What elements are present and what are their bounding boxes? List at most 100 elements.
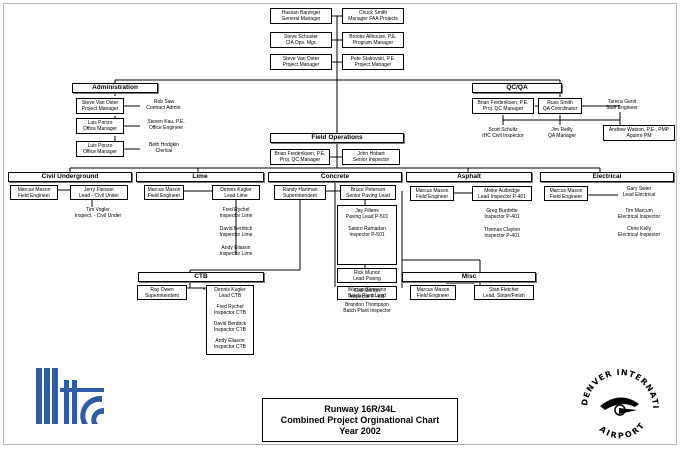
person-name: Jerry Fleisser <box>83 186 114 193</box>
person-name: Beth Hodgkin <box>148 142 180 148</box>
person-card: Bruce Peterson Senior Paving Lead <box>340 185 396 200</box>
person-name: Dennis Kugler <box>214 287 246 293</box>
section-header-asphalt: Asphalt <box>406 172 532 182</box>
section-header-electrical: Electrical <box>540 172 674 182</box>
person-card: Chris Kelly Electrical Inspector <box>610 226 668 238</box>
person-title: Office Manager <box>82 149 118 155</box>
person-card: Rob Saw Contract Admin. <box>140 99 188 111</box>
person-name: Fred Rychel <box>222 207 250 213</box>
person-title: IHC Civil Inspector <box>482 133 524 139</box>
person-title: Staff Engineer <box>606 105 638 111</box>
person-card: Brandon Thompson Batch Plant Inspector <box>334 302 400 314</box>
person-title: Inspector P-401 <box>349 294 385 300</box>
person-name: Steve Van Oster <box>81 100 119 106</box>
person-card: Jim Reilly QA Manager <box>542 127 582 139</box>
person-name: Rick Munoz <box>353 269 381 276</box>
person-card: Ray Owen Superintendent <box>137 285 187 300</box>
chart-title-line3: Year 2002 <box>339 426 381 436</box>
person-card: Gary Swier Lead Electrical <box>612 186 666 198</box>
person-name: Pete Stakovski, P.E. <box>350 56 396 62</box>
section-header-misc: Misc <box>402 272 536 282</box>
person-name: Gail Morton <box>354 288 380 294</box>
person-name: Greg Burdette <box>486 208 518 214</box>
person-card: John Hobart Senior Inspector <box>342 149 400 165</box>
person-card: Steven Kau, P.E. Office Engineer <box>140 119 192 131</box>
person-title: Project Manager <box>282 62 320 68</box>
person-title: Superintendent <box>283 192 317 199</box>
person-name: Sabiro Ramadan <box>348 226 386 232</box>
person-card: Tim Marcum Electrical Inspector <box>610 208 668 220</box>
person-title: Project Manager <box>354 62 392 68</box>
person-title: Lead, Stripe/Finish <box>483 292 525 299</box>
person-card: Brian Frederiksen, P.E. Proj. QC Manager <box>472 98 534 114</box>
person-card: Marcus Mason Field Engineer <box>410 186 454 201</box>
section-header-qcqa: QC/QA <box>472 83 562 93</box>
person-card: David Berdrick Inspector Lime <box>210 226 262 238</box>
person-card: Warren Simmons Batch Plant Lead <box>337 286 397 300</box>
person-name: Marcus Mason <box>416 286 450 293</box>
person-program-manager: Brooks Allhouse, P.E. Program Manager <box>342 32 404 48</box>
person-title: Lead - Civil Under <box>78 192 120 199</box>
person-project-manager: Steve Van Oster Project Manager <box>270 54 332 70</box>
person-card: Beth Hodgkin Clerical <box>140 142 188 154</box>
concrete-paving-group: Jay Fillens Paving Lead P-501 Sabiro Ram… <box>337 205 397 265</box>
person-title: Inspector CTB <box>214 310 246 316</box>
person-title: Aguirre PM <box>626 133 652 139</box>
person-title: Inspector P-401 <box>484 233 520 239</box>
person-card: Andrew Watson, P.E., PMP Aguirre PM <box>603 125 675 141</box>
person-title: Senior Paving Lead <box>346 192 390 199</box>
person-title: Field Engineer <box>17 192 51 199</box>
ctb-inspectors-group: Dennis Kugler Lead CTB Fred Rychel Inspe… <box>206 285 254 355</box>
person-card: Steve Van Oster Project Manager <box>76 98 124 114</box>
person-card: Scott Schultz IHC Civil Inspector <box>476 127 530 139</box>
person-name: Fred Rychel <box>216 304 244 310</box>
person-name: Marcus Mason <box>549 187 583 194</box>
person-name: Dennis Kugler <box>220 186 252 193</box>
person-title: CIA Ops. Mgr. <box>285 40 317 46</box>
person-name: Rob Saw <box>153 99 175 105</box>
person-title: Batch Plant Lead <box>347 293 387 299</box>
person-card: Luis Ponzo Office Manager <box>76 141 124 157</box>
person-title: General Manager <box>281 16 321 22</box>
person-name: Marcus Mason <box>17 186 51 193</box>
person-name: Warren Simmons <box>347 287 387 293</box>
person-title: Inspector Lime <box>219 251 253 257</box>
person-title: Program Manager <box>352 40 394 46</box>
person-card: Marcus Mason Field Engineer <box>144 185 184 200</box>
person-name: Bruce Peterson <box>350 186 386 193</box>
person-cia-ops-manager: Steve Schuster CIA Ops. Mgr. <box>270 32 332 48</box>
section-header-lime: Lime <box>136 172 264 182</box>
person-title: Paving Lead P-501 <box>345 214 389 220</box>
person-title: Inspector P-401 <box>484 214 520 220</box>
person-card: Thomas Clayton Inspector P-401 <box>472 227 532 239</box>
person-card: Marcus Mason Field Engineer <box>410 285 456 300</box>
person-name: Andrew Watson, P.E., PMP <box>608 127 670 133</box>
section-header-civil-underground: Civil Underground <box>8 172 132 182</box>
person-card: Marcus Mason Field Engineer <box>10 185 58 200</box>
person-name: Gary Swier <box>626 186 652 192</box>
person-title: Lead Inspector P-401 <box>478 193 526 200</box>
person-card: Tareca Genit Staff Engineer <box>600 99 644 111</box>
person-title: Electrical Inspector <box>617 232 661 238</box>
chart-title-line1: Runway 16R/34L <box>324 404 396 414</box>
person-card: Marcus Mason Field Engineer <box>544 186 588 201</box>
person-name: Jay Fillens <box>355 208 379 214</box>
person-name: Steven Kau, P.E. <box>147 119 185 125</box>
person-title: Lead Paving <box>353 275 381 282</box>
person-name: John Hobart <box>357 151 385 157</box>
person-title: Inspector CTB <box>214 327 246 333</box>
person-title: Proj. QC Manager <box>279 157 321 163</box>
svg-text:AIRPORT: AIRPORT <box>598 420 648 441</box>
person-name: Hassan Barzeger <box>281 10 321 16</box>
person-name: Andy Eliason <box>221 245 251 251</box>
person-project-manager: Pete Stakovski, P.E. Project Manager <box>342 54 404 70</box>
person-card: Andy Eliason Inspector Lime <box>210 245 262 257</box>
chart-title-block: Runway 16R/34L Combined Project Orginati… <box>262 398 458 442</box>
person-name: Stan Fletcher <box>489 286 519 293</box>
person-card: Brian Frederiksen, P.E. Proj. QC Manager <box>270 149 330 165</box>
person-title: Project Manager <box>81 106 119 112</box>
person-name: Meike Aulbridge <box>484 187 520 194</box>
person-title: Lead Electrical <box>622 192 656 198</box>
person-manager-faa-projects: Chuck Smith Manager FAA Projects <box>342 8 404 24</box>
person-title: Inspector P-501 <box>349 232 385 238</box>
